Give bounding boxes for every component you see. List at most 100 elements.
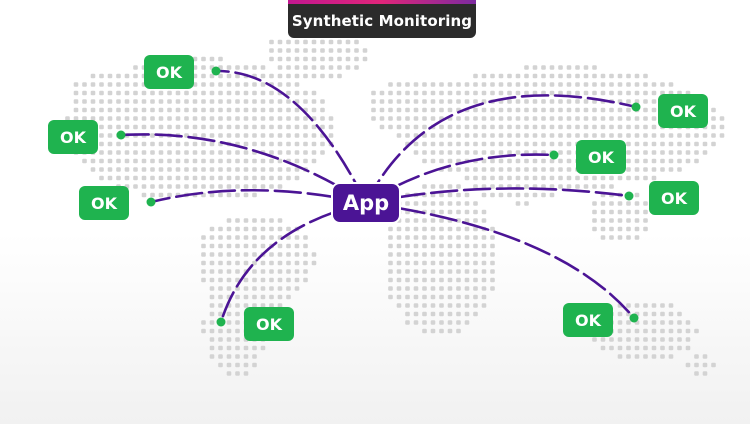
map-dot (133, 184, 138, 189)
map-dot (82, 116, 87, 121)
map-dot (286, 99, 291, 104)
map-dot (464, 82, 470, 87)
map-dot (107, 167, 113, 172)
map-dot (685, 345, 691, 351)
map-dot (201, 107, 206, 113)
map-dot (345, 48, 351, 53)
map-dot (583, 73, 589, 79)
map-dot (507, 158, 512, 164)
map-dot (711, 141, 716, 147)
map-dot (626, 209, 631, 215)
map-dot (600, 218, 606, 223)
map-dot (226, 362, 232, 368)
map-dot (201, 243, 206, 249)
map-dot (490, 235, 495, 240)
map-dot (209, 192, 215, 198)
map-dot (252, 226, 257, 232)
map-dot (311, 252, 317, 257)
map-dot (490, 82, 495, 87)
map-dot (388, 99, 393, 104)
map-dot (82, 90, 87, 96)
map-dot (328, 124, 334, 130)
map-dot (294, 82, 300, 87)
map-dot (617, 218, 623, 223)
map-dot (260, 158, 266, 164)
map-dot (413, 269, 419, 274)
map-dot (243, 107, 249, 113)
map-dot (617, 337, 623, 342)
map-dot (133, 65, 138, 70)
map-dot (456, 124, 461, 130)
map-dot (626, 303, 631, 308)
map-dot (175, 99, 181, 104)
map-dot (286, 39, 291, 45)
endpoint-dots (116, 66, 641, 327)
map-dot (303, 56, 308, 62)
map-dot (507, 73, 512, 79)
map-dot (541, 192, 546, 198)
map-dot (558, 73, 563, 79)
map-dot (456, 311, 461, 317)
map-dot (558, 141, 563, 147)
map-dot (209, 320, 215, 325)
map-dot (643, 133, 648, 138)
map-dot (660, 133, 665, 138)
map-dot (626, 99, 631, 104)
map-dot (430, 311, 436, 317)
map-dot (73, 82, 79, 87)
map-dot (388, 269, 393, 274)
map-dot (99, 90, 104, 96)
map-dot (541, 141, 546, 147)
map-dot (269, 286, 274, 291)
map-dot (549, 192, 555, 198)
map-dot (116, 158, 121, 164)
map-dot (651, 141, 657, 147)
map-dot (685, 337, 691, 342)
map-dot (617, 201, 623, 206)
map-dot (209, 141, 215, 147)
map-dot (90, 167, 96, 172)
map-dot (490, 243, 495, 249)
map-dot (481, 269, 487, 274)
map-dot (107, 90, 113, 96)
map-dot (218, 328, 223, 334)
map-dot (490, 175, 495, 181)
map-dot (634, 82, 640, 87)
map-dot (388, 82, 393, 87)
map-dot (269, 226, 274, 232)
map-dot (651, 116, 657, 121)
endpoint-dot (211, 66, 221, 76)
map-dot (218, 337, 223, 342)
map-dot (422, 141, 427, 147)
map-dot (243, 260, 249, 266)
map-dot (286, 141, 291, 147)
map-dot (447, 311, 453, 317)
map-dot (549, 65, 555, 70)
map-dot (473, 269, 478, 274)
map-dot (447, 184, 453, 189)
map-dot (634, 354, 640, 359)
map-dot (617, 124, 623, 130)
map-dot (634, 337, 640, 342)
map-dot (626, 124, 631, 130)
map-dot (507, 175, 512, 181)
map-dot (413, 201, 419, 206)
map-dot (209, 294, 215, 300)
map-dot (609, 73, 614, 79)
map-dot (668, 150, 674, 155)
map-dot (133, 167, 138, 172)
map-dot (175, 90, 181, 96)
map-dot (600, 107, 606, 113)
map-dot (243, 124, 249, 130)
map-dot (286, 175, 291, 181)
map-dot (320, 141, 325, 147)
map-dot (481, 294, 487, 300)
map-dot (235, 354, 240, 359)
map-dot (124, 158, 130, 164)
map-dot (685, 362, 691, 368)
map-dot (430, 209, 436, 215)
map-dot (192, 116, 198, 121)
map-dot (634, 209, 640, 215)
map-dot (694, 362, 699, 368)
map-dot (473, 150, 478, 155)
